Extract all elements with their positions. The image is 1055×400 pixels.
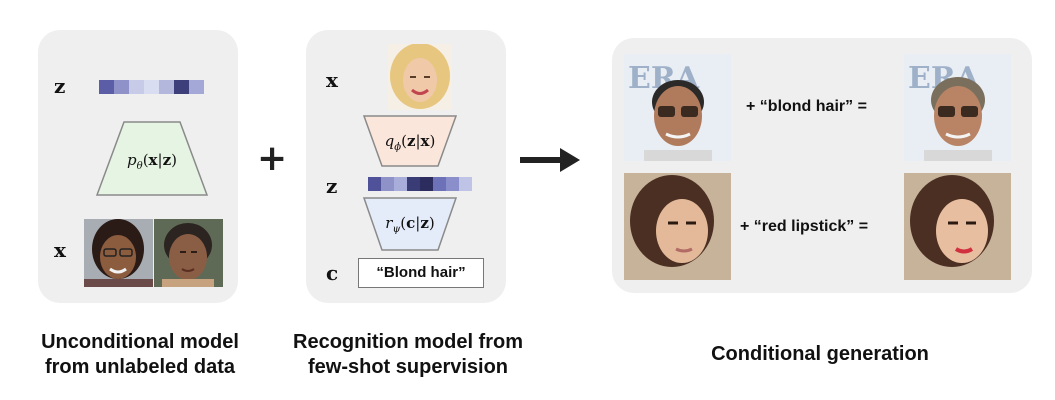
- unconditional-caption: Unconditional model from unlabeled data: [20, 330, 260, 380]
- left-latent-vector: [99, 80, 204, 94]
- middle-latent-cell: [394, 177, 407, 191]
- left-latent-cell: [174, 80, 189, 94]
- left-latent-cell: [144, 80, 159, 94]
- conditional-generation-caption: Conditional generation: [711, 343, 929, 365]
- blond-hair-operation-text: + “blond hair” =: [746, 98, 867, 115]
- middle-latent-cell: [446, 177, 459, 191]
- plus-sign: +: [257, 138, 288, 179]
- middle-latent-cell: [420, 177, 433, 191]
- recognition-caption-line2: few-shot supervision: [307, 356, 509, 378]
- middle-latent-cell: [368, 177, 381, 191]
- condition-label-box: “Blond hair”: [358, 258, 484, 288]
- encoder-label: qϕ(z|x): [385, 132, 436, 153]
- middle-latent-vector: [368, 177, 472, 191]
- middle-latent-cell: [459, 177, 472, 191]
- left-latent-cell: [99, 80, 114, 94]
- encoder-shape: [362, 115, 458, 167]
- face-photo-woman: [154, 219, 223, 287]
- recognition-caption-line1: Recognition model from: [293, 331, 523, 353]
- man-blond-photo: ERA: [904, 54, 1011, 161]
- left-latent-cell: [189, 80, 204, 94]
- decoder-shape: [95, 121, 209, 196]
- middle-z-label: z: [326, 174, 338, 198]
- recognition-caption: Recognition model from few-shot supervis…: [288, 330, 528, 380]
- left-latent-cell: [129, 80, 144, 94]
- encoder-trapezoid: qϕ(z|x): [362, 115, 458, 167]
- middle-c-label: c: [326, 261, 339, 285]
- woman-lipstick-photo: [904, 173, 1011, 280]
- decoder-label: pθ(x|z): [127, 151, 177, 172]
- man-original-photo: ERA: [624, 54, 731, 161]
- classifier-trapezoid: rψ(c|z): [362, 197, 458, 251]
- left-z-label: z: [54, 74, 66, 98]
- red-lipstick-operation-text: + “red lipstick” =: [740, 218, 869, 235]
- decoder-trapezoid: pθ(x|z): [95, 121, 209, 196]
- left-latent-cell: [159, 80, 174, 94]
- face-photo-girl: [84, 219, 153, 287]
- left-x-label: x: [54, 238, 66, 262]
- left-latent-cell: [114, 80, 129, 94]
- classifier-shape: [362, 197, 458, 251]
- classifier-label: rψ(c|z): [385, 214, 434, 235]
- blond-face-photo: [388, 44, 452, 110]
- right-arrow-icon: [520, 148, 580, 172]
- unconditional-caption-line2: from unlabeled data: [44, 356, 236, 378]
- middle-latent-cell: [407, 177, 420, 191]
- middle-x-label: x: [326, 68, 338, 92]
- middle-latent-cell: [433, 177, 446, 191]
- woman-original-photo: [624, 173, 731, 280]
- middle-latent-cell: [381, 177, 394, 191]
- unconditional-caption-line1: Unconditional model: [41, 331, 239, 353]
